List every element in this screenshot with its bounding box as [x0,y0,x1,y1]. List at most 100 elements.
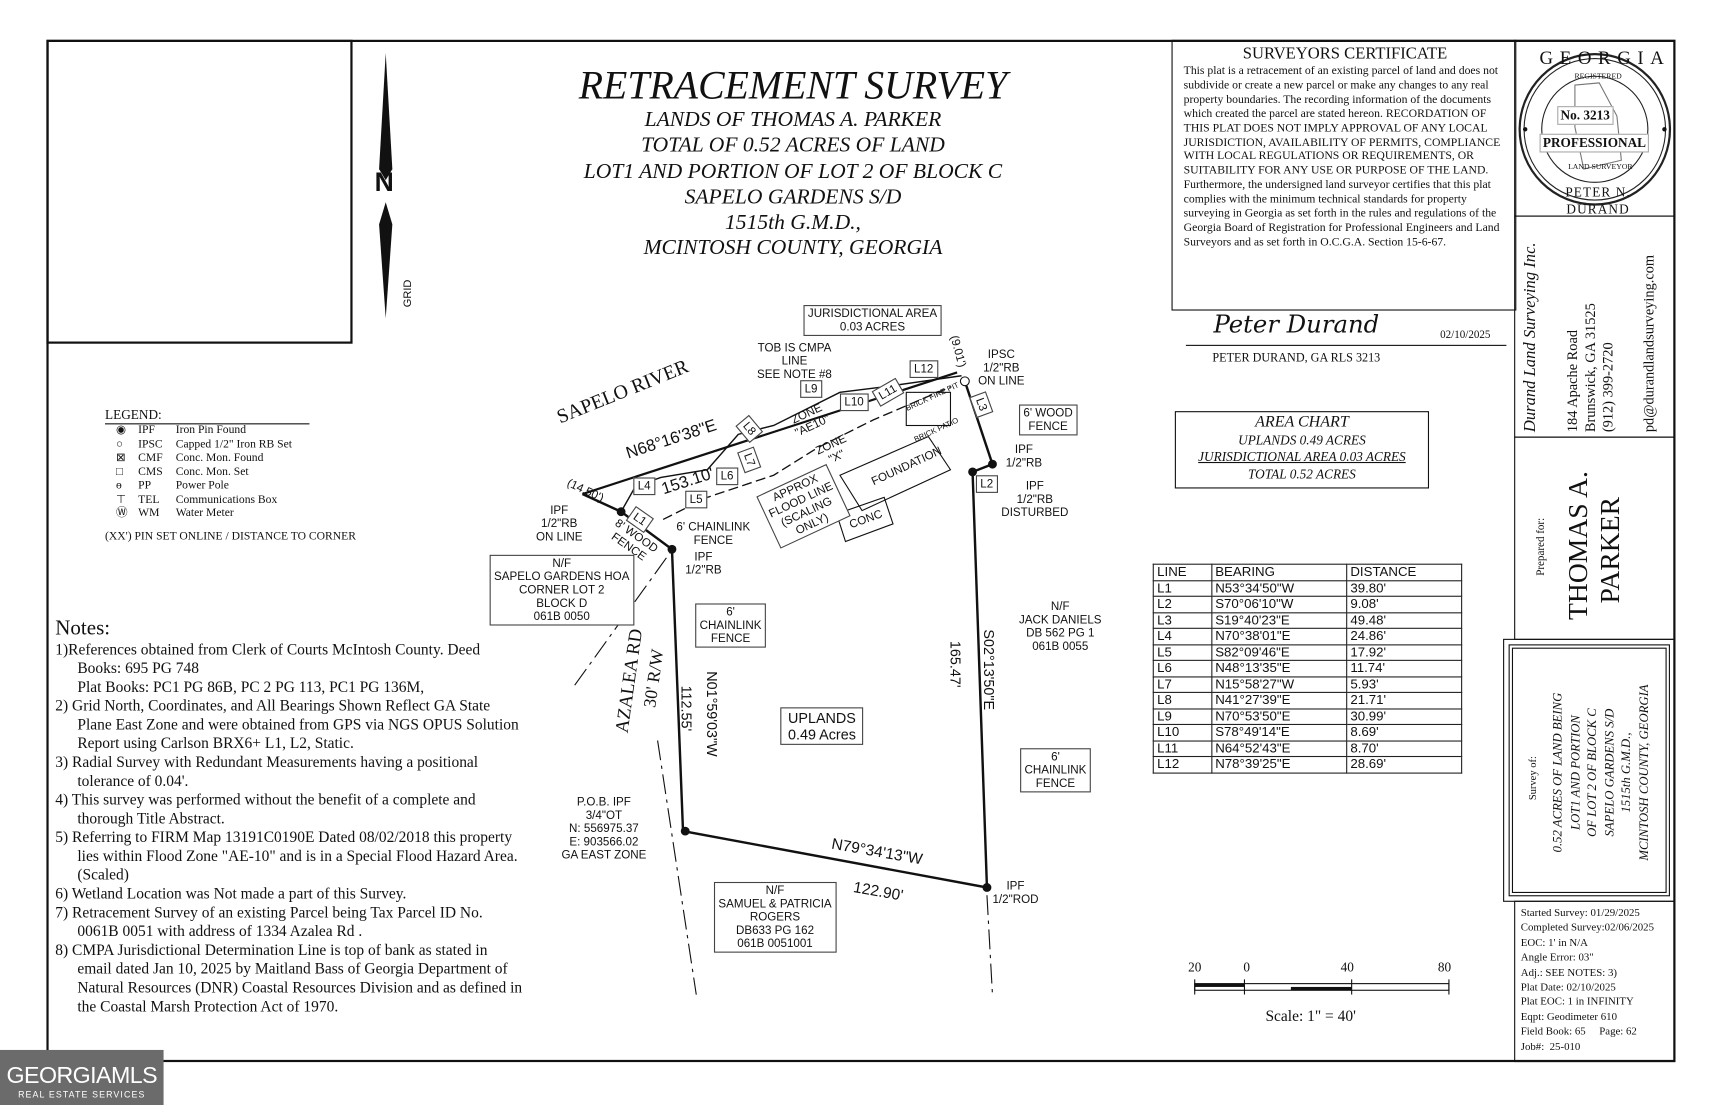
legend-desc: Conc. Mon. Set [175,465,249,478]
area-chart: AREA CHART UPLANDS 0.49 ACRES JURISDICTI… [1174,411,1430,489]
survey-info-line: Completed Survey:02/06/2025 [1520,922,1655,935]
seal-inner-bottom: LAND SURVEYOR [1568,162,1633,172]
legend-desc: Communications Box [175,493,278,506]
cell-bearing: N70°53'50"E [1210,707,1348,725]
scale-tick: 0 [1243,959,1250,975]
area-chart-row: TOTAL 0.52 ACRES [1248,465,1356,482]
area-chart-row: JURISDICTIONAL AREA 0.03 ACRES [1198,448,1406,465]
label-line: 061B 0051001 [737,937,813,951]
legend-desc: Iron Pin Found [175,424,247,437]
label-line: P.O.B. IPF [576,795,631,810]
label-line: UPLANDS [788,709,856,727]
cell-bearing: N64°52'43"E [1210,739,1348,758]
line-label: L12 [909,360,938,378]
label-line: SAMUEL & PATRICIA [718,897,832,911]
legend-desc: Power Pole [175,479,229,492]
label-line: IPF [694,550,713,564]
cell-bearing: N78°39'25"E [1210,755,1348,774]
label-line: IPF [1014,443,1033,457]
label-line: 6' CHAINLINK [676,520,751,534]
cell-line: L9 [1152,707,1212,725]
north-arrow-icon [379,53,393,319]
east-bearing: S02°13'50"E [980,629,998,711]
label-line: DB 562 PG 1 [1026,626,1095,640]
title-line: LOT1 AND PORTION OF LOT 2 OF BLOCK C [583,160,1003,184]
survey-of-inner [1508,644,1670,897]
scale-tick: 20 [1188,959,1202,975]
label-line: 3/4"OT [585,809,623,823]
area-chart-row: UPLANDS 0.49 ACRES [1238,431,1366,448]
label-line: 1/2"RB [1016,492,1054,507]
legend-desc: Conc. Mon. Found [175,452,264,465]
label-line: TOB IS CMPA [757,341,832,355]
cell-distance: 8.70' [1345,739,1463,758]
legend-abbr: CMF [138,452,163,465]
seal-bottom: PETER N. DURAND [1565,184,1631,217]
line-label: L2 [975,475,998,493]
label-line: IPF [550,503,569,518]
notes: Notes: 1)References obtained from Clerk … [55,617,525,1017]
label-line: LINE [781,354,808,369]
seal-box: GEORGIA REGISTERED No. 3213 PROFESSIONAL… [1514,39,1676,217]
seal-inner-top: REGISTERED [1574,71,1622,81]
scale-tick: 80 [1437,959,1452,975]
crossed-square-icon: ⊠ [116,452,126,465]
label-line: 1/2"ROD [992,893,1039,907]
west-bearing: N01°59'03"W [703,671,721,757]
logo-sub: REAL ESTATE SERVICES [18,1089,146,1100]
filled-circle-icon: ◉ [116,424,127,437]
label-line: 1/2"RB [541,517,578,531]
cell-distance: 28.69' [1345,755,1463,774]
legend-footnote: (XX') PIN SET ONLINE / DISTANCE TO CORNE… [104,529,356,543]
label-line: 1/2"RB [685,563,722,577]
label-line: FENCE [1028,419,1068,434]
survey-info-line: EOC: 1' in N/A [1520,937,1588,950]
title-line: LANDS OF THOMAS A. PARKER [644,108,942,132]
scale-tick: 40 [1340,959,1354,975]
cell-bearing: N53°34'50"W [1210,579,1348,597]
survey-info-line: Eqpt: Geodimeter 610 [1520,1011,1617,1024]
signature-date: 02/10/2025 [1440,329,1491,342]
survey-info-line: Field Book: 65 Page: 62 [1520,1025,1637,1039]
conc-outline [835,496,894,543]
legend-abbr: IPSC [138,438,163,451]
title-line: MCINTOSH COUNTY, GEORGIA [643,236,943,260]
label-line: SAPELO GARDENS HOA [494,570,630,584]
label-line: FENCE [710,632,751,646]
legend-abbr: CMS [138,465,163,478]
line-label: L5 [685,490,707,509]
cell-bearing: N41°27'39"E [1210,691,1348,709]
label-line: ROGERS [749,910,801,924]
label-line: ON LINE [536,530,583,544]
signature: Peter Durand [1213,311,1380,340]
scale-bar: 20 0 40 80 Scale: 1" = 40' [1188,959,1453,1025]
cell-bearing: S82°09'46"E [1210,643,1348,661]
note-item: 4) This survey was performed without the… [55,792,476,828]
legend-item: ⊠ CMF Conc. Mon. Found [105,452,356,466]
cell-line: L2 [1152,595,1212,613]
signature-line [1185,344,1507,346]
signer-name: PETER DURAND, GA RLS 3213 [1212,351,1381,365]
title-line: TOTAL OF 0.52 ACRES OF LAND [641,133,945,157]
east-distance: 165.47' [947,640,964,688]
plat-border [46,39,1676,1063]
survey-info-line: Angle Error: 03" [1520,951,1594,964]
power-pole-icon: ɵ [116,479,122,492]
